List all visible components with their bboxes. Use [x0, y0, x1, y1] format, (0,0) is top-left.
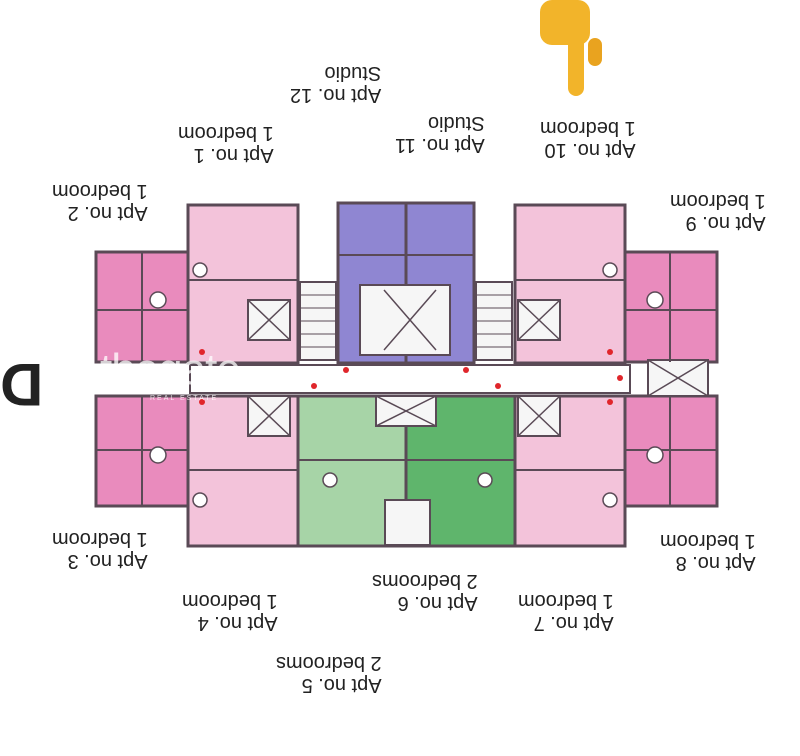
green-core: [384, 499, 431, 546]
corner-letter: D: [0, 351, 44, 418]
label-apt8: Apt no. 8 1 bedroom: [660, 530, 756, 574]
label-apt9: Apt no. 9 1 bedroom: [670, 190, 766, 234]
label-apt10: Apt no. 10 1 bedroom: [540, 117, 636, 161]
pointing-hand-icon: [540, 0, 602, 96]
watermark-tagline: REAL ESTATE: [150, 395, 219, 402]
table-symbols: [149, 262, 664, 508]
label-apt2: Apt no. 2 1 bedroom: [52, 180, 148, 224]
label-apt5: Apt no. 5 2 bedrooms: [276, 652, 382, 696]
entry-arrows: [199, 349, 623, 405]
label-apt12: Apt no. 12 Studio: [290, 62, 382, 106]
label-apt3: Apt no. 3 1 bedroom: [52, 528, 148, 572]
watermark-brand: thegate: [100, 345, 241, 394]
studio-core: [359, 284, 451, 356]
label-apt4: Apt no. 4 1 bedroom: [182, 590, 278, 634]
label-apt6: Apt no. 6 2 bedrooms: [372, 570, 478, 614]
lift-crosses: [247, 289, 709, 437]
stair-treads: [300, 294, 512, 348]
central-corridor: [189, 364, 631, 394]
interior-walls: [96, 252, 717, 506]
label-apt1: Apt no. 1 1 bedroom: [178, 122, 274, 166]
label-apt7: Apt no. 7 1 bedroom: [518, 590, 614, 634]
label-apt11: Apt no. 11 Studio: [395, 112, 485, 156]
